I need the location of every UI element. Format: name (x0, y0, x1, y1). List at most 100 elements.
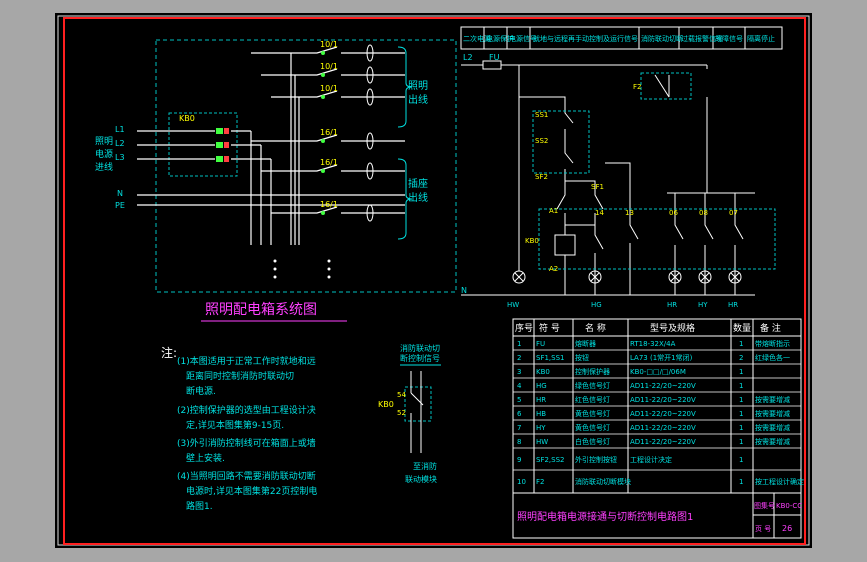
ss1-label: SS1 (535, 111, 548, 119)
table-cell: 按需要增减 (755, 423, 790, 432)
socket-bracket (397, 158, 413, 240)
note-line: 路图1. (186, 500, 213, 512)
table-cell: RT18-32X/4A (630, 340, 676, 348)
table-cell: 红色信号灯 (575, 395, 610, 404)
table-header: 备 注 (760, 322, 781, 334)
table-header: 序号 (515, 322, 533, 334)
f2-label: F2 (633, 83, 641, 91)
note-line: 距离同时控制消防时联动切 (186, 370, 294, 382)
sf2-label: SF2 (535, 173, 548, 181)
fire-link-title: 断控制信号 (400, 353, 440, 363)
table-cell: 1 (739, 456, 743, 464)
table-cell: 2 (517, 354, 521, 362)
title-block: 照明配电箱电源接通与切断控制电路图1 图集号 KB0-CC 页 号 26 (512, 492, 802, 539)
table-cell: 按工程设计确定 (755, 477, 804, 486)
neutral-line-label: N (461, 286, 467, 295)
breaker-label: 16/1 (320, 128, 338, 137)
table-cell: HR (536, 396, 546, 404)
table-cell: AD11-22/20~220V (630, 382, 696, 390)
lamp-label: HW (507, 301, 519, 309)
table-cell: HY (536, 424, 546, 432)
table-cell: 1 (739, 340, 743, 348)
fire-link-dest: 至消防 (413, 461, 437, 471)
lamp-label: HG (591, 301, 602, 309)
terminal-label: 13 (625, 209, 634, 217)
table-cell: 1 (739, 396, 743, 404)
header-cell: 电源信号 (509, 34, 537, 43)
fire-link-dest: 联动模块 (405, 474, 437, 484)
terminal-label: 08 (699, 209, 708, 217)
table-cell: 1 (739, 410, 743, 418)
fuse-symbol (482, 60, 502, 70)
breaker-label: 16/1 (320, 158, 338, 167)
table-cell: 5 (517, 396, 521, 404)
table-cell: 10 (517, 478, 526, 486)
table-cell: F2 (536, 478, 544, 486)
table-cell: 1 (739, 438, 743, 446)
group-lighting-label: 照明出线 (408, 80, 428, 106)
table-header: 符 号 (539, 322, 560, 334)
table-cell: HW (536, 438, 548, 446)
drawing-title: 照明配电箱电源接通与切断控制电路图1 (517, 510, 693, 523)
page-label: 页 号 (755, 525, 771, 533)
table-cell: 1 (739, 368, 743, 376)
breaker-label: 10/1 (320, 40, 338, 49)
header-cell: 过载报警信号 (681, 34, 723, 43)
ss2-label: SS2 (535, 137, 548, 145)
page-value: 26 (782, 524, 792, 533)
table-cell: 1 (739, 478, 743, 486)
table-cell: 3 (517, 368, 521, 376)
note-line: (4)当照明回路不需要消防联动切断 (177, 470, 316, 482)
pe-label: PE (115, 201, 125, 210)
table-cell: LA73 (1常开1常闭) (630, 353, 693, 362)
phase-l1-label: L1 (115, 125, 125, 134)
contact-label: 54 (397, 391, 406, 399)
atlas-label: 图集号 (754, 501, 775, 510)
table-cell: 1 (517, 340, 521, 348)
header-cell: 电源保护 (486, 34, 514, 43)
system-diagram-title: 照明配电箱系统图 (205, 302, 317, 318)
fire-link: 消防联动切 断控制信号 54 52 KB0 至消防 联动模块 (378, 343, 441, 484)
sf1-label: SF1 (591, 183, 604, 191)
lighting-bracket (397, 46, 413, 128)
table-cell: FU (536, 340, 545, 348)
table-cell: 按需要增减 (755, 409, 790, 418)
table-cell: AD11-22/20~220V (630, 424, 696, 432)
a2-label: A2 (549, 265, 558, 273)
table-cell: 控制保护器 (575, 367, 610, 376)
table-header: 数量 (733, 322, 751, 334)
table-cell: 绿色信号灯 (575, 381, 610, 390)
lamp-label: HR (728, 301, 738, 309)
header-cell: 二次电源 (463, 34, 491, 43)
table-cell: 熔断器 (575, 339, 596, 348)
fuse-label: FU (489, 53, 500, 62)
terminal-label: 06 (669, 209, 678, 217)
input-label: 照明电源进线 (95, 136, 113, 173)
terminal-label: 14 (595, 209, 604, 217)
drawing-canvas: KB0 L1 L2 L3 N (57, 15, 810, 546)
phase-l2-label: L2 (115, 139, 125, 148)
table-cell: KB0-□□/□/06M (630, 368, 686, 376)
note-line: 定,详见本图集第9-15页. (186, 419, 284, 431)
phase-l3-label: L3 (115, 153, 125, 162)
table-cell: 按需要增减 (755, 395, 790, 404)
table-cell: AD11-22/20~220V (630, 396, 696, 404)
table-cell: 4 (517, 382, 522, 390)
table-cell: 外引控制按钮 (575, 455, 617, 464)
note-line: 壁上安装. (186, 452, 225, 464)
table-cell: 带熔断指示 (755, 339, 790, 348)
header-cell: 故障信号 (715, 34, 743, 43)
table-cell: KB0 (536, 368, 550, 376)
contact-label: 52 (397, 409, 406, 417)
kb0-label: KB0 (179, 114, 195, 123)
cabinet-outline (155, 39, 457, 293)
note-line: 断电源. (186, 385, 216, 397)
breaker-label: 10/1 (320, 62, 338, 71)
table-cell: 1 (739, 424, 743, 432)
table-cell: 8 (517, 438, 521, 446)
header-cell: 消防联动切断 (641, 34, 683, 43)
table-cell: HG (536, 382, 547, 390)
table-cell: 黄色信号灯 (575, 409, 610, 418)
